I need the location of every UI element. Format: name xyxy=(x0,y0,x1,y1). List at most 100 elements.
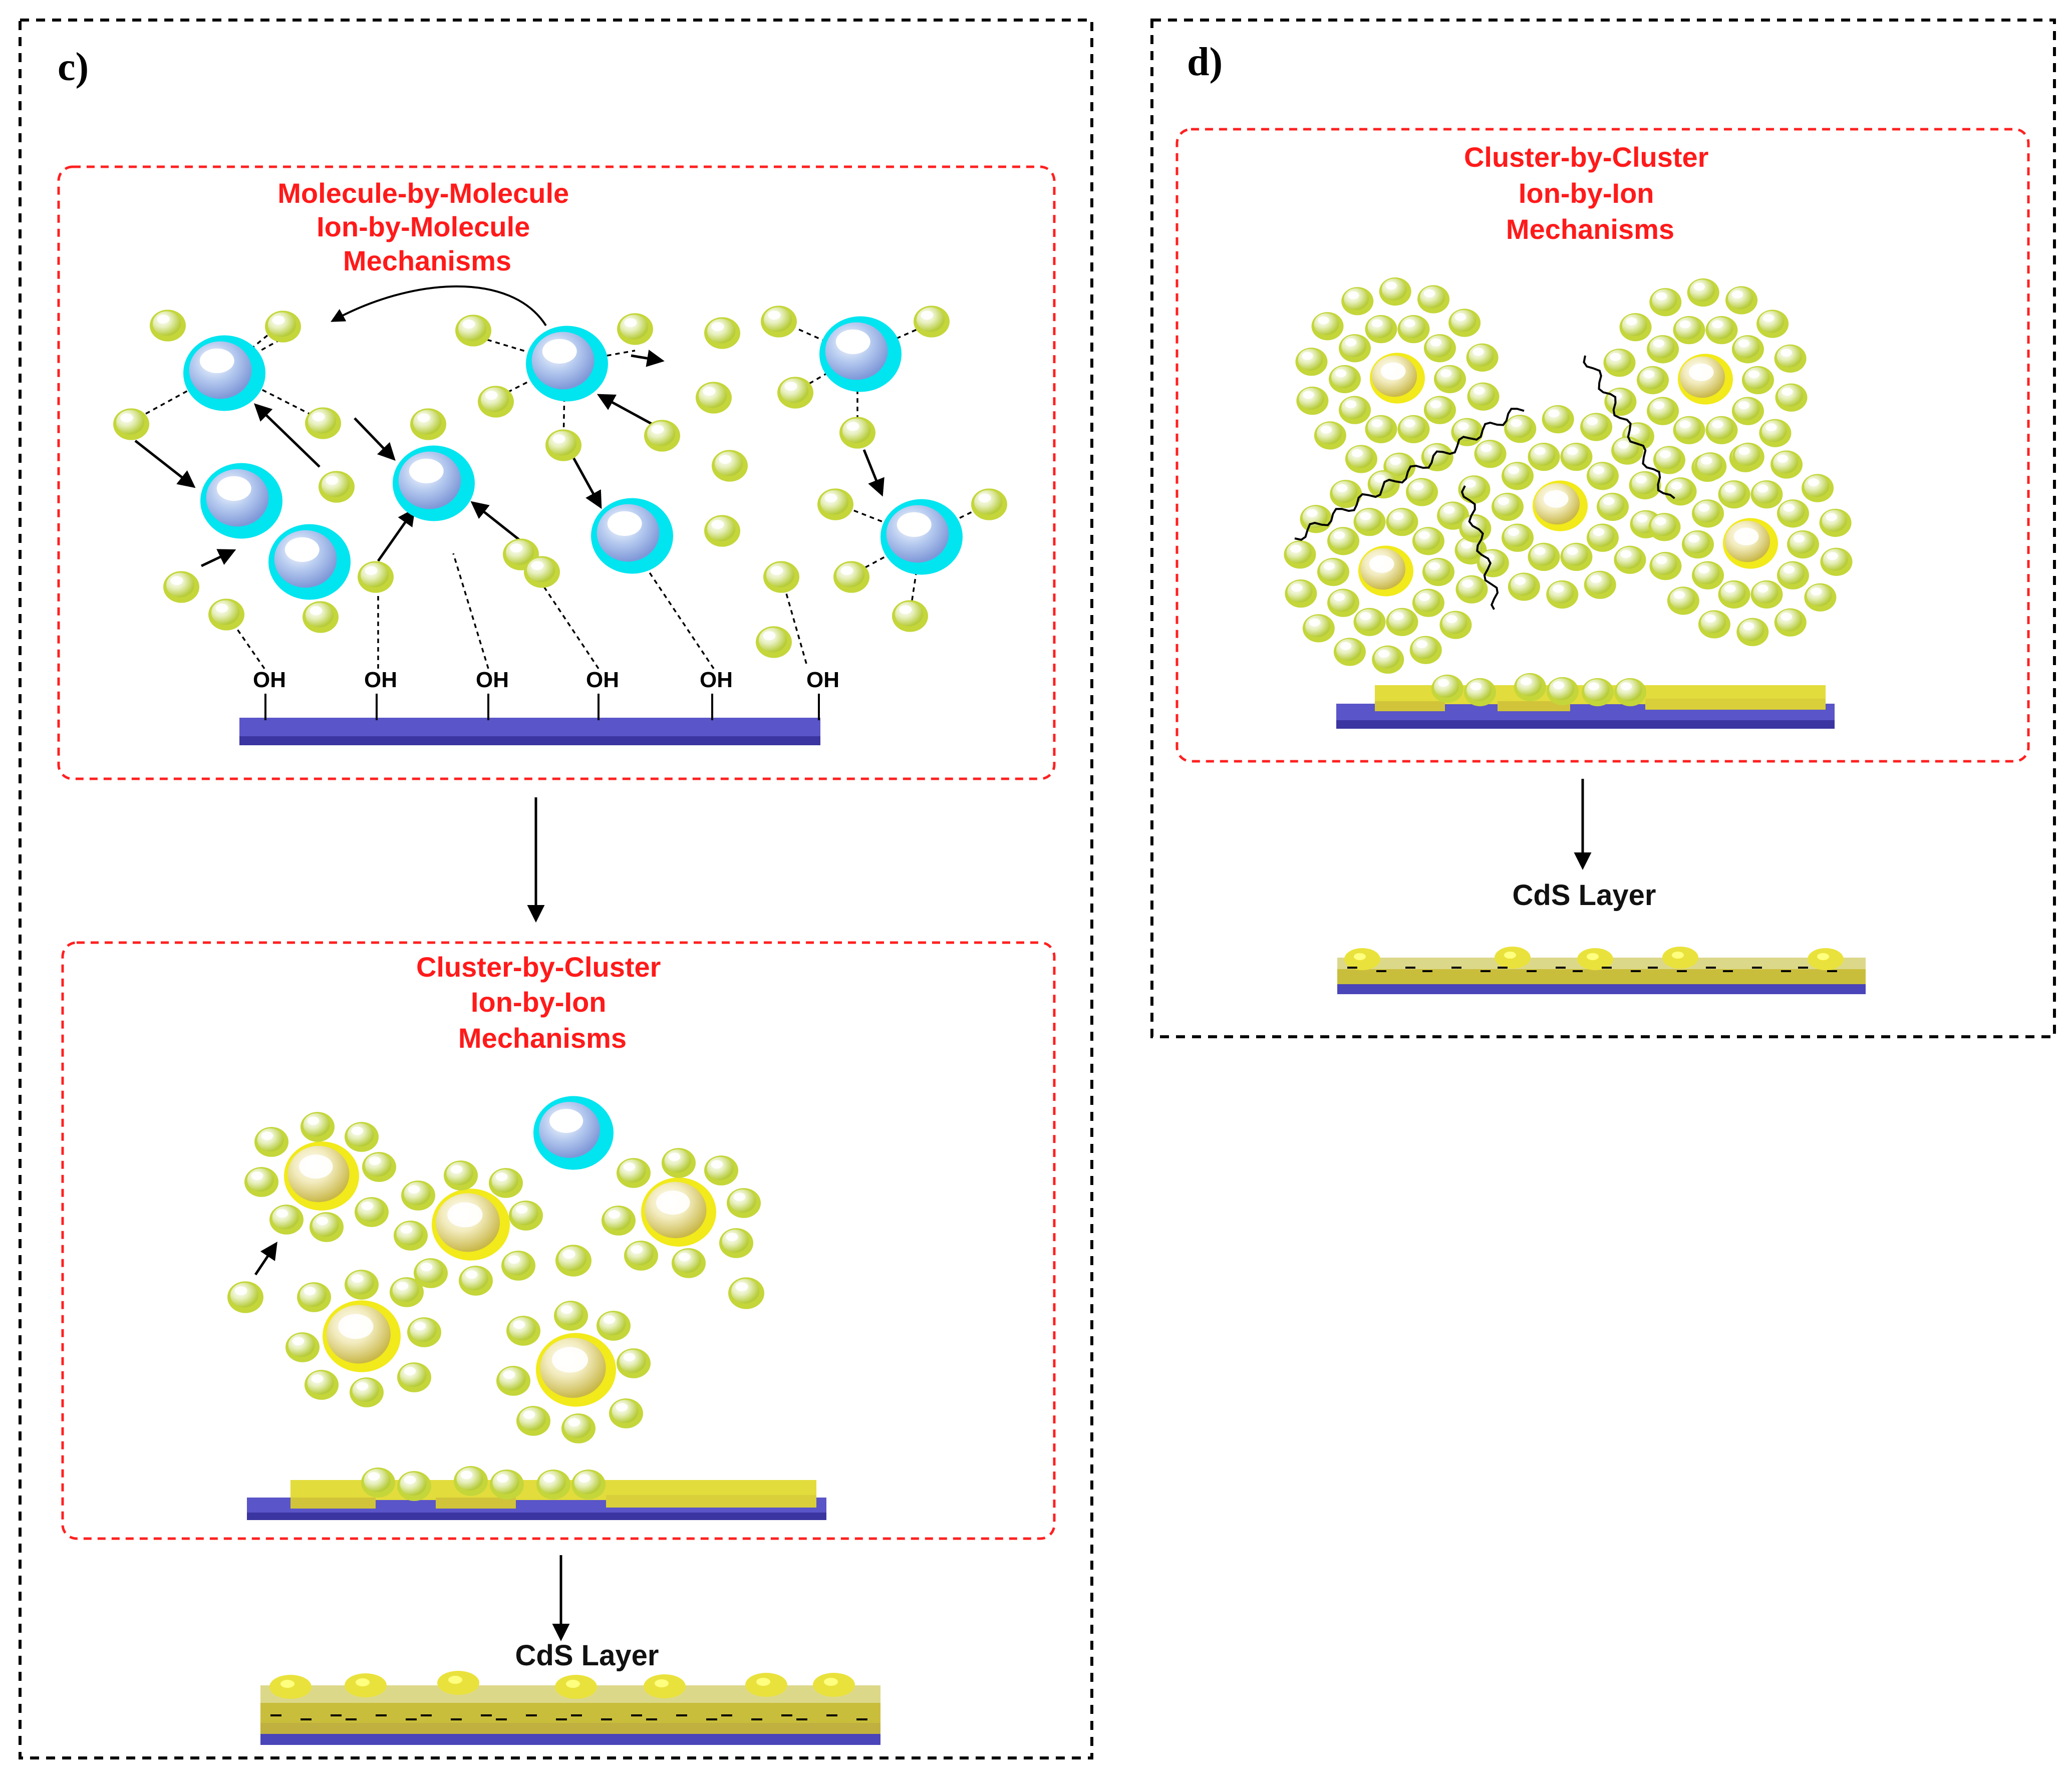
small-particle xyxy=(1731,335,1764,364)
cds-grain-highlight xyxy=(280,1680,294,1688)
particle-highlight xyxy=(1443,505,1455,514)
small-particle xyxy=(524,556,560,588)
panel-c-film-particles xyxy=(361,1466,606,1501)
particle-core xyxy=(1823,549,1848,571)
particle-core xyxy=(1305,615,1330,638)
small-particle xyxy=(459,1266,493,1296)
ion xyxy=(819,316,902,392)
small-particle xyxy=(1736,618,1769,647)
particle-highlight xyxy=(1404,319,1415,328)
particle-highlight xyxy=(312,412,325,422)
small-particle xyxy=(163,571,199,603)
particle-highlight xyxy=(1643,370,1655,379)
particle-core xyxy=(1549,581,1574,604)
particle-highlight xyxy=(1611,392,1622,400)
small-particle xyxy=(509,1201,543,1231)
particle-highlight xyxy=(170,576,183,585)
particle-highlight xyxy=(396,1282,409,1291)
small-particle xyxy=(319,471,355,503)
particle-core xyxy=(416,1259,443,1283)
small-particle xyxy=(571,1469,606,1500)
title-line: Ion-by-Molecule xyxy=(317,211,530,242)
particle-highlight xyxy=(1617,440,1629,449)
particle-core xyxy=(664,1149,691,1173)
particle-core xyxy=(698,383,727,408)
particle-highlight xyxy=(1464,479,1476,488)
particle-core xyxy=(916,307,945,332)
small-particle xyxy=(454,1466,488,1496)
oh-label: OH xyxy=(586,668,619,692)
particle-highlight xyxy=(1309,618,1321,627)
small-particle xyxy=(839,417,875,449)
particle-highlight xyxy=(616,1403,628,1412)
particle-core xyxy=(1544,406,1570,428)
particle-highlight xyxy=(404,1475,416,1485)
particle-core xyxy=(612,1399,639,1423)
cds-grain-highlight xyxy=(448,1676,462,1684)
particle-highlight xyxy=(1462,579,1473,588)
panel-d-clusters xyxy=(1284,277,1853,674)
particle-core xyxy=(1684,531,1709,553)
ion-highlight xyxy=(216,476,251,501)
ion xyxy=(200,463,282,539)
particle-core xyxy=(1330,528,1355,550)
small-particle xyxy=(1327,588,1360,617)
small-particle xyxy=(1647,335,1679,364)
particle-highlight xyxy=(711,1160,723,1169)
particle-highlight xyxy=(1704,614,1716,623)
small-particle xyxy=(817,488,853,520)
particle-core xyxy=(1607,389,1632,411)
particle-highlight xyxy=(1371,319,1383,328)
particle-core xyxy=(1720,581,1746,604)
small-particle xyxy=(1582,678,1614,707)
particle-highlight xyxy=(1620,550,1632,558)
particle-highlight xyxy=(1470,682,1482,691)
particle-core xyxy=(1336,639,1361,661)
particle-core xyxy=(1414,528,1440,550)
small-particle xyxy=(496,1366,530,1396)
substrate-c-top-edge xyxy=(239,736,820,745)
arrow xyxy=(254,1242,277,1276)
small-particle xyxy=(1421,443,1453,471)
small-particle xyxy=(394,1221,428,1251)
particle-core xyxy=(1563,444,1588,466)
particle-core xyxy=(511,1202,538,1226)
small-particle xyxy=(1466,343,1499,372)
small-particle xyxy=(208,599,244,631)
small-particle xyxy=(1759,419,1792,447)
arrow xyxy=(253,403,321,468)
particle-highlight xyxy=(1748,370,1760,379)
particle-core xyxy=(574,1470,601,1495)
particle-core xyxy=(1807,584,1832,607)
particle-highlight xyxy=(1808,478,1820,486)
particle-highlight xyxy=(603,1315,616,1324)
particle-core xyxy=(504,1252,531,1276)
particle-core xyxy=(1374,647,1400,669)
small-particle xyxy=(478,386,514,418)
small-particle xyxy=(602,1206,636,1236)
particle-highlight xyxy=(568,1418,580,1427)
particle-core xyxy=(305,603,334,628)
small-particle xyxy=(1311,312,1344,341)
small-particle xyxy=(1423,334,1456,363)
particle-core xyxy=(1675,417,1701,439)
particle-highlight xyxy=(1743,622,1754,631)
particle-core xyxy=(1744,367,1769,389)
particle-core xyxy=(1694,500,1720,523)
particle-core xyxy=(456,1467,483,1491)
particle-core xyxy=(357,1198,384,1222)
particle-core xyxy=(526,557,555,582)
particle-highlight xyxy=(840,566,853,575)
particle-highlight xyxy=(1333,531,1345,539)
small-particle xyxy=(1804,583,1837,612)
particle-highlight xyxy=(1588,682,1600,691)
small-particle xyxy=(1718,480,1750,509)
particle-core xyxy=(288,1333,315,1357)
particle-core xyxy=(1425,559,1450,581)
particle-highlight xyxy=(1765,423,1777,432)
ion-highlight xyxy=(199,348,234,374)
particle-highlight xyxy=(1656,556,1667,564)
particle-highlight xyxy=(420,1263,433,1272)
